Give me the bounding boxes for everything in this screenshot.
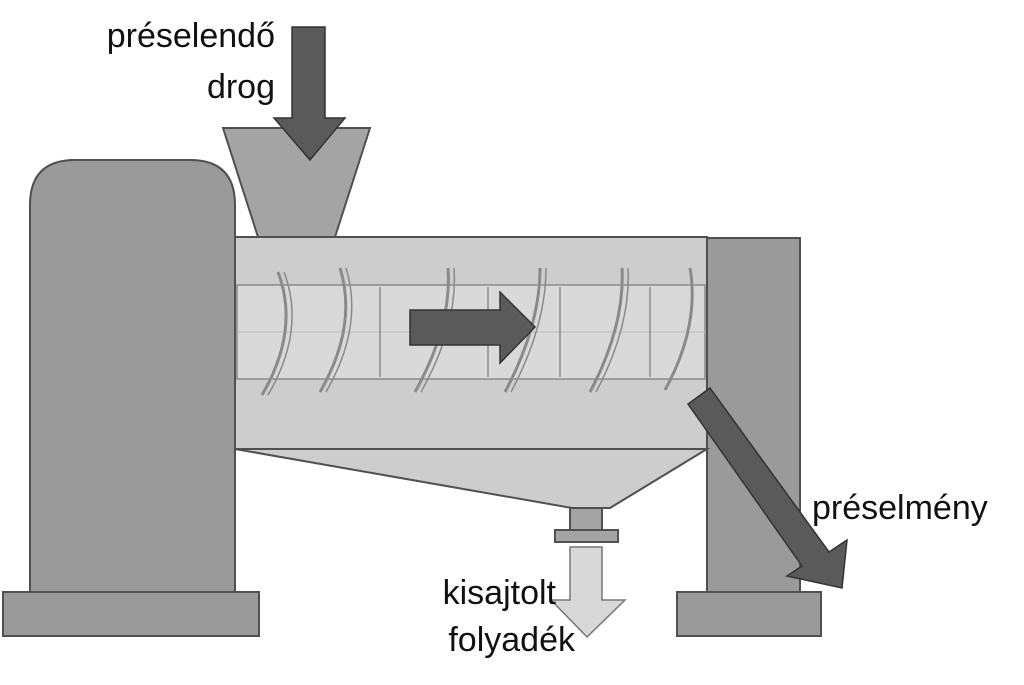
input-label-line-2: drog [207, 68, 275, 106]
liquid-output-label-line-2: folyadék [448, 621, 576, 659]
liquid-output-arrow-icon [549, 546, 627, 639]
solid-output-arrow-icon [686, 386, 848, 589]
solid-output-label: préselmény [812, 489, 988, 527]
motor-housing [29, 159, 236, 596]
input-arrow-icon [272, 26, 347, 162]
flow-arrow-icon [409, 290, 537, 365]
liquid-output-label-line-1: kisajtolt [443, 574, 557, 612]
right-base [676, 591, 822, 637]
liquid-collector-funnel [234, 448, 711, 509]
input-label-line-1: préselendő [107, 17, 275, 55]
motor-base [2, 591, 260, 637]
outlet-spout [569, 507, 603, 531]
outlet-flange [554, 529, 619, 543]
